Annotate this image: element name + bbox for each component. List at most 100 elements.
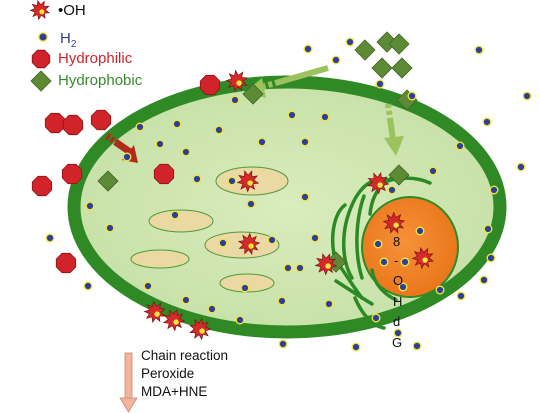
h2-molecule	[214, 125, 224, 135]
h2-molecule	[483, 224, 493, 234]
consequences: Chain reaction Peroxide MDA+HNE	[119, 348, 228, 413]
h2-molecule	[428, 166, 438, 176]
hydroxyl-radical	[189, 317, 212, 341]
h2-molecule	[45, 233, 55, 243]
navy-dot-icon	[38, 32, 48, 42]
hydroxyl-radical-core	[377, 182, 383, 188]
hydrophilic-molecule	[199, 74, 221, 96]
h2-molecule	[324, 299, 334, 309]
ohdg-char: H	[393, 294, 402, 309]
h2-molecule	[474, 45, 484, 55]
hydrophobic-molecule	[391, 57, 413, 79]
h2-molecules	[45, 37, 532, 352]
h2-molecule	[287, 110, 297, 120]
legend-hydrophilic: Hydrophilic	[31, 49, 133, 69]
h2-molecule	[482, 117, 492, 127]
h2-molecule	[373, 239, 383, 249]
hydrophilic-molecule	[55, 252, 77, 274]
hydroxyl-radical-core	[247, 180, 253, 186]
organelle	[130, 249, 190, 269]
hydrophobic-molecule	[97, 170, 119, 192]
legend-oh-label: •OH	[58, 2, 86, 19]
svg-text:H2: H2	[60, 30, 77, 50]
hydroxyl-radical	[236, 170, 260, 193]
organelle	[204, 231, 280, 259]
hydrophobic-molecule	[388, 33, 410, 55]
h2-molecule	[345, 37, 355, 47]
hydrophobic-entry-arrow	[384, 103, 404, 156]
hydroxyl-radical-core	[236, 80, 242, 86]
red-burst-icon	[29, 0, 51, 21]
h2-molecule	[172, 119, 182, 129]
h2-molecule	[122, 152, 132, 162]
ohdg-char: G	[392, 335, 402, 350]
h2-molecule	[300, 137, 310, 147]
h2-molecule	[267, 235, 277, 245]
h2-molecule	[456, 291, 466, 301]
hydroxyl-radical-core	[248, 243, 254, 249]
hydroxyl-radical	[143, 300, 166, 324]
hydroxyl-radical-core	[199, 328, 205, 334]
h2-molecule	[278, 339, 288, 349]
h2-molecule	[257, 137, 267, 147]
h2-molecule	[83, 281, 93, 291]
h2-molecule	[227, 176, 237, 186]
h2-molecule	[235, 315, 245, 325]
h2-molecule	[479, 275, 489, 285]
hydroxyl-radical-core	[39, 9, 45, 15]
hydrophobic-molecule	[371, 57, 393, 79]
h2-molecule	[207, 304, 217, 314]
hydroxyl-radical	[314, 253, 338, 276]
h2-molecule	[310, 233, 320, 243]
organelle	[148, 209, 214, 233]
h2-molecule	[303, 44, 313, 54]
hydrophilic-molecule	[31, 49, 51, 69]
hydroxyl-radicals	[143, 69, 434, 341]
h2-molecule	[387, 185, 397, 195]
h2-molecule	[240, 283, 250, 293]
legend: •OH H2 Hydrophilic Hydrophobic	[29, 0, 143, 92]
hydrophobic-molecule	[30, 70, 52, 92]
ohdg-char: 8	[393, 234, 400, 249]
h2-molecule	[170, 210, 180, 220]
legend-h2-label: H	[60, 30, 71, 47]
h2-molecule	[181, 295, 191, 305]
hydrophilic-molecule	[153, 163, 175, 185]
h2-molecule	[85, 201, 95, 211]
hydrophobic-molecule	[242, 83, 264, 105]
h2-molecule	[331, 55, 341, 65]
h2-molecule	[246, 199, 256, 209]
h2-molecule	[375, 79, 385, 89]
hydrophilic-molecule	[44, 112, 66, 134]
h2-molecule	[486, 253, 496, 263]
green-diamond-icon	[30, 70, 52, 92]
ohdg-char: d	[393, 314, 400, 329]
h2-molecule	[455, 141, 465, 151]
hydroxyl-radical	[366, 171, 390, 195]
hydroxyl-radical	[162, 308, 186, 332]
legend-h2-subscript: 2	[71, 39, 77, 50]
h2-molecule	[230, 95, 240, 105]
red-octagon-icon	[31, 49, 51, 69]
h2-molecule	[371, 313, 381, 323]
h2-molecule	[38, 32, 48, 42]
hydrophilic-molecule	[62, 114, 84, 136]
hydrophilic-molecules	[31, 74, 221, 274]
hydrophilic-molecule	[61, 163, 83, 185]
legend-h2: H2	[38, 30, 77, 50]
consequence-label: Peroxide	[141, 366, 194, 381]
h2-molecule	[155, 139, 165, 149]
down-arrow-icon	[119, 352, 138, 413]
ohdg-char: O	[393, 273, 403, 288]
legend-hydrophilic-label: Hydrophilic	[58, 50, 133, 67]
h2-molecule	[379, 257, 389, 267]
h2-molecule	[522, 91, 532, 101]
legend-hydrophobic-label: Hydrophobic	[58, 72, 143, 89]
hydrophobic-molecule	[354, 39, 376, 61]
hydroxyl-radical	[29, 0, 51, 21]
h2-molecule	[489, 185, 499, 195]
h2-molecule	[300, 192, 310, 202]
h2-molecule	[181, 147, 191, 157]
h2-molecule	[218, 238, 228, 248]
